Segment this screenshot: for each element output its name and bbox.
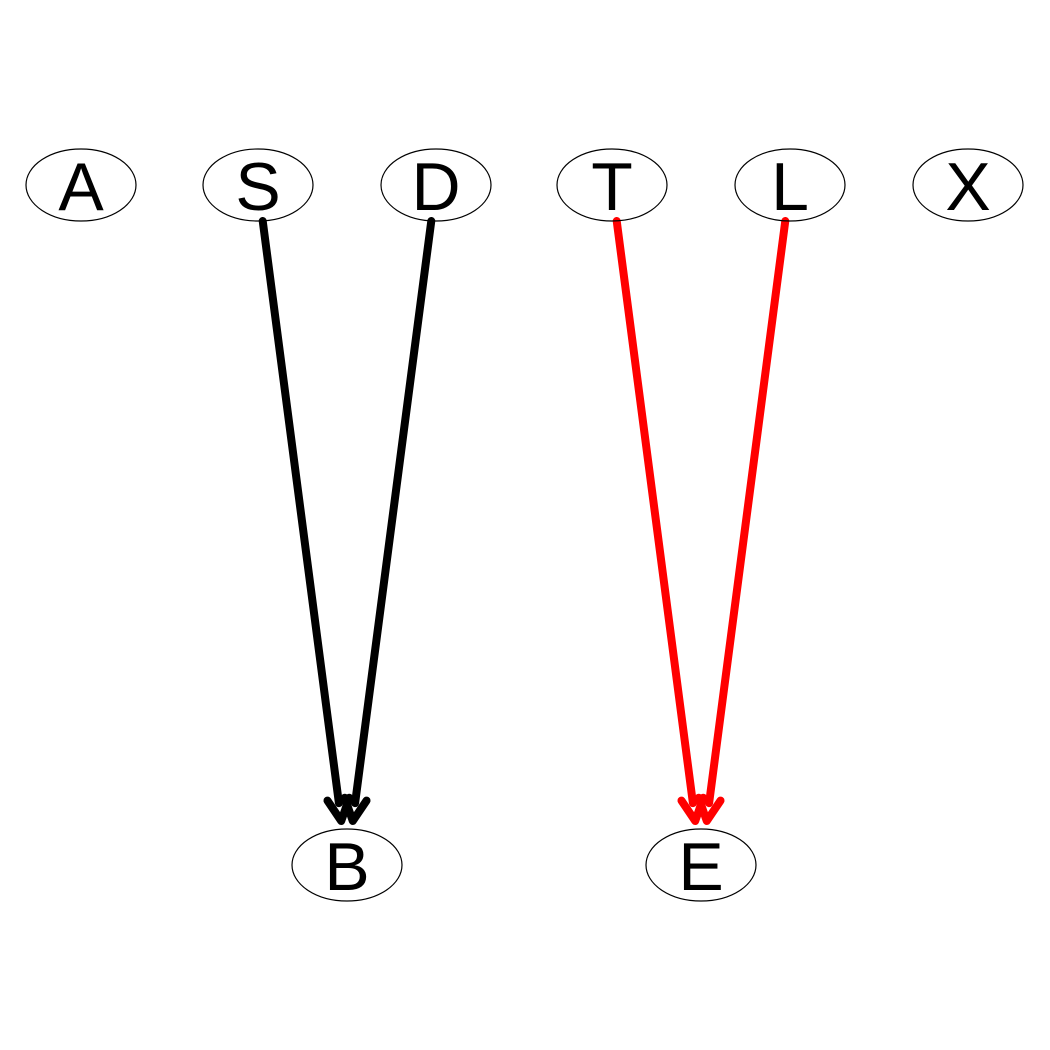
edge-line <box>351 217 436 808</box>
nodes-layer: A S D T L X B E <box>25 148 1024 905</box>
node-label: S <box>235 149 280 225</box>
edge-line <box>258 217 343 808</box>
node-label: T <box>591 149 633 225</box>
node-s: S <box>202 148 314 225</box>
edge-s-b <box>258 217 354 825</box>
node-ellipse <box>202 148 314 222</box>
edges-layer <box>258 217 790 825</box>
node-label: D <box>411 149 460 225</box>
edge-d-b <box>340 217 436 825</box>
arrowhead <box>694 793 725 825</box>
node-ellipse <box>380 148 492 222</box>
edge-line <box>612 217 697 808</box>
node-b: B <box>291 828 403 905</box>
node-label: L <box>771 149 809 225</box>
arrowhead <box>340 793 371 825</box>
node-l: L <box>734 148 846 225</box>
edge-line <box>705 217 790 808</box>
node-x: X <box>912 148 1024 225</box>
node-t: T <box>556 148 668 225</box>
node-ellipse <box>291 828 403 902</box>
node-ellipse <box>645 828 757 902</box>
node-label: A <box>58 149 104 225</box>
node-label: B <box>324 829 369 905</box>
node-ellipse <box>912 148 1024 222</box>
node-a: A <box>25 148 137 225</box>
edge-t-e <box>612 217 708 825</box>
node-label: X <box>945 149 990 225</box>
edge-l-e <box>694 217 790 825</box>
node-label: E <box>678 829 723 905</box>
node-d: D <box>380 148 492 225</box>
node-e: E <box>645 828 757 905</box>
node-ellipse <box>556 148 668 222</box>
node-ellipse <box>25 148 137 222</box>
node-ellipse <box>734 148 846 222</box>
